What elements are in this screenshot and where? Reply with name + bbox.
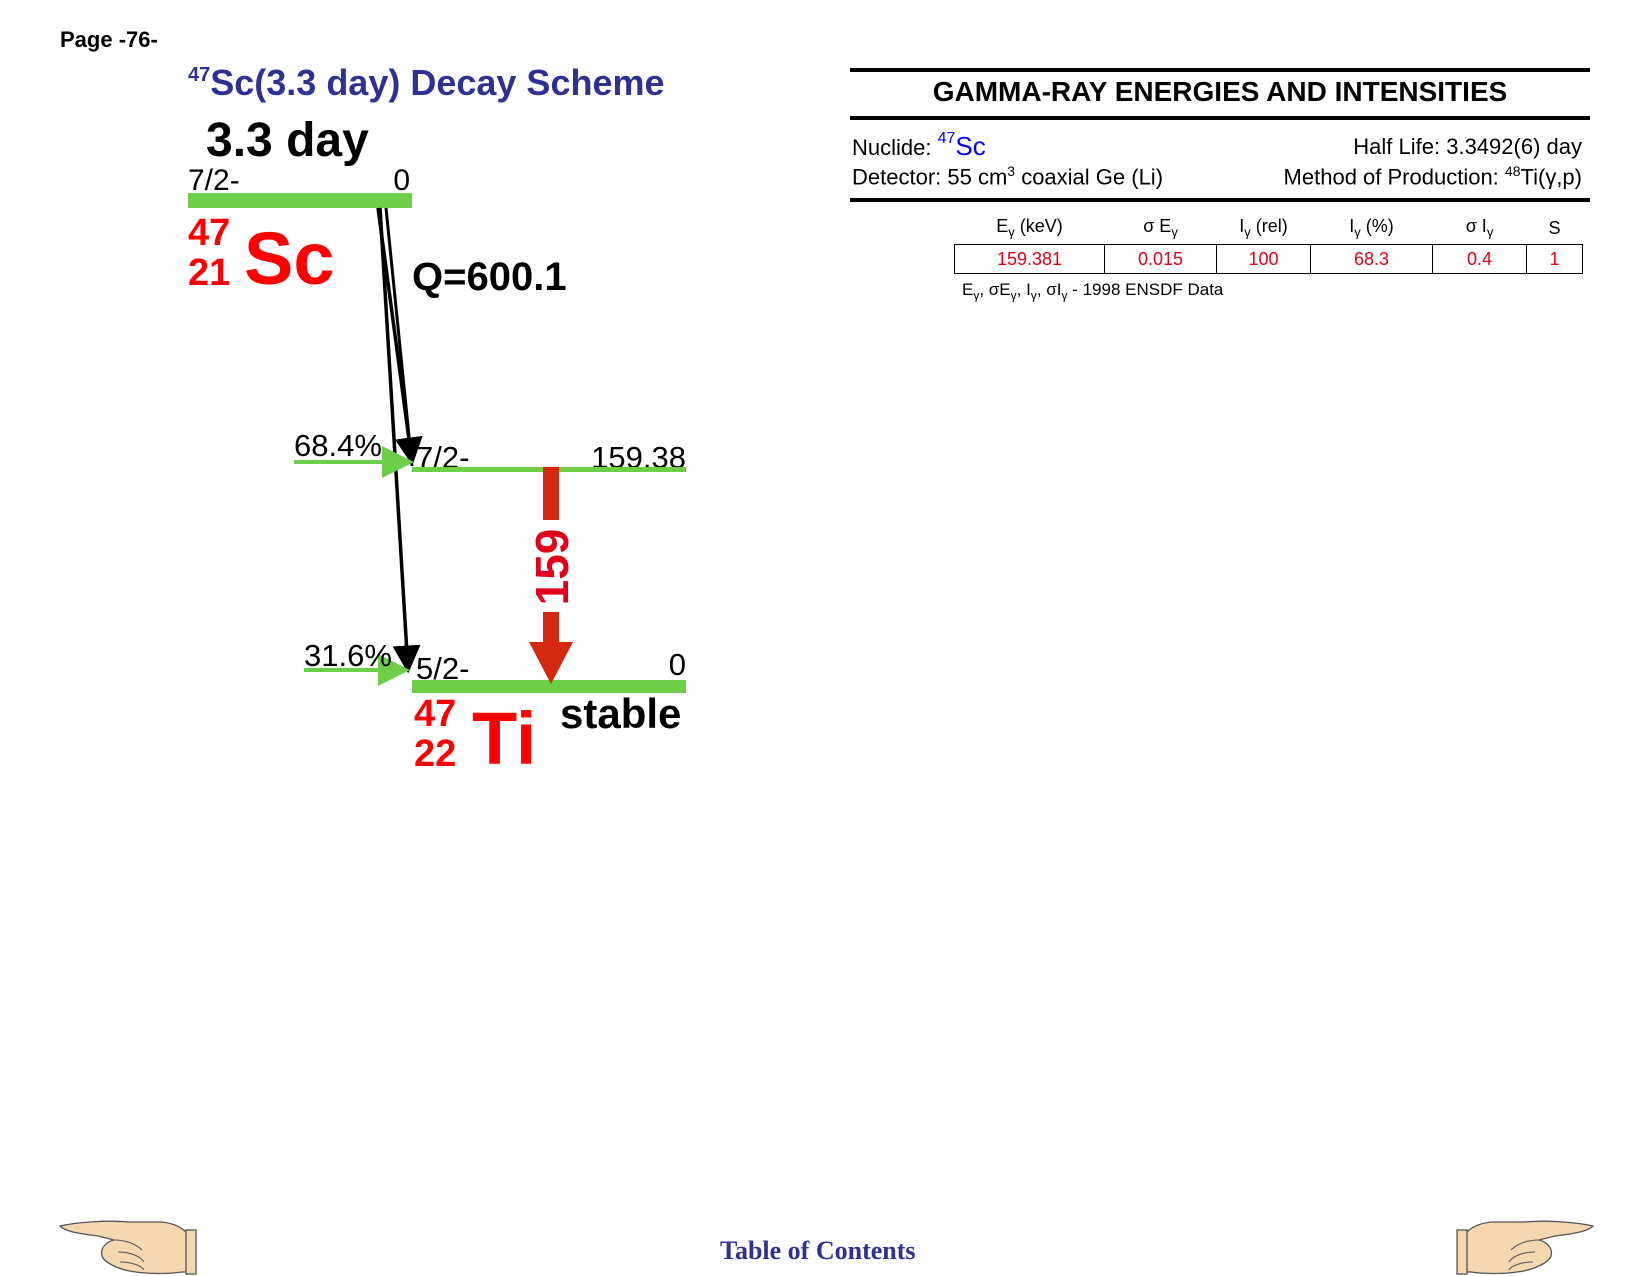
header-energy: Eγ (keV) (996, 216, 1063, 240)
beta-arrow-outline (384, 207, 414, 467)
header-relative-intensity: Iγ (rel) (1239, 216, 1288, 240)
header-percent-intensity: Iγ (%) (1349, 216, 1394, 240)
cell-s: 1 (1526, 244, 1583, 274)
level-energy-ground: 0 (669, 647, 686, 682)
header-s: S (1548, 217, 1561, 238)
pointing-hand-right-icon[interactable] (1455, 1218, 1595, 1276)
beta-arrow-to-ground (378, 207, 421, 674)
title-text: Sc(3.3 day) Decay Scheme (210, 62, 665, 103)
table-row: 159.381 0.015 100 68.3 0.4 1 (954, 244, 1583, 274)
production-mass: 48 (1504, 163, 1521, 179)
cell-percent-intensity: 68.3 (1310, 244, 1433, 274)
header-intensity-uncertainty: σ Iγ (1465, 216, 1494, 240)
parent-spin: 7/2- (188, 164, 240, 197)
panel-title-rule (850, 116, 1590, 120)
detector-prefix: Detector: 55 cm (852, 164, 1008, 190)
data-source-note: Eγ, σEγ, Iγ, σIγ - 1998 ENSDF Data (962, 280, 1224, 303)
panel-title: GAMMA-RAY ENERGIES AND INTENSITIES (932, 76, 1508, 107)
gamma-label-background (536, 520, 566, 612)
daughter-status: stable (560, 690, 681, 737)
parent-mass-number: 47 (188, 212, 230, 254)
cell-energy: 159.381 (954, 244, 1105, 274)
q-value: Q=600.1 (412, 255, 567, 299)
panel-info-rule (850, 198, 1590, 202)
data-source-text: 1998 ENSDF Data (1082, 280, 1224, 299)
table-of-contents-link[interactable]: Table of Contents (720, 1236, 916, 1265)
parent-atomic-number: 21 (188, 252, 230, 294)
nuclide-value: 47Sc (937, 130, 986, 161)
daughter-element-symbol: Ti (472, 697, 536, 780)
production-info: Method of Production: 48Ti(γ,p) (1284, 163, 1582, 190)
nuclide-mass: 47 (937, 130, 956, 147)
gamma-energy-label: 159 (526, 529, 578, 606)
half-life-info: Half Life: 3.3492(6) day (1353, 134, 1582, 159)
parent-energy: 0 (393, 164, 410, 197)
header-energy-uncertainty: σ Eγ (1143, 216, 1178, 240)
branch-intensity-159: 68.4% (294, 428, 382, 463)
decay-scheme-diagram: 3.3 day 7/2- 0 47 21 Sc Q=600.1 68.4% 7/… (188, 114, 686, 780)
production-reaction: Ti(γ,p) (1520, 164, 1582, 190)
detector-info: Detector: 55 cm3 coaxial Ge (Li) (852, 163, 1163, 190)
daughter-atomic-number: 22 (414, 733, 456, 775)
cell-energy-uncertainty: 0.015 (1104, 244, 1217, 274)
title-mass-number: 47 (188, 64, 211, 86)
nuclide-label: Nuclide: (852, 135, 932, 160)
cell-relative-intensity: 100 (1216, 244, 1311, 274)
pointing-hand-left-icon[interactable] (58, 1218, 198, 1276)
table-header-row: Eγ (keV) σ Eγ Iγ (rel) Iγ (%) σ Iγ S (955, 212, 1583, 245)
production-prefix: Method of Production: (1283, 164, 1505, 190)
gamma-ray-table: Eγ (keV) σ Eγ Iγ (rel) Iγ (%) σ Iγ S 159… (954, 212, 1583, 274)
level-line-ground (412, 680, 686, 693)
decay-scheme-title: 47Sc(3.3 day) Decay Scheme (188, 62, 665, 104)
daughter-mass-number: 47 (414, 693, 456, 735)
gamma-transition-arrowhead (529, 642, 573, 684)
nuclide-info: Nuclide: 47Sc (852, 130, 986, 162)
page-number: Page -76- (60, 27, 158, 52)
detector-suffix: coaxial Ge (Li) (1015, 164, 1164, 190)
detector-exponent: 3 (1007, 163, 1016, 179)
panel-top-rule (850, 68, 1590, 72)
parent-half-life: 3.3 day (206, 114, 369, 167)
branch-intensity-ground: 31.6% (304, 638, 392, 673)
nuclide-symbol: Sc (955, 131, 986, 161)
cell-intensity-uncertainty: 0.4 (1432, 244, 1527, 274)
parent-element-symbol: Sc (244, 217, 335, 300)
parent-level-line (188, 193, 412, 208)
